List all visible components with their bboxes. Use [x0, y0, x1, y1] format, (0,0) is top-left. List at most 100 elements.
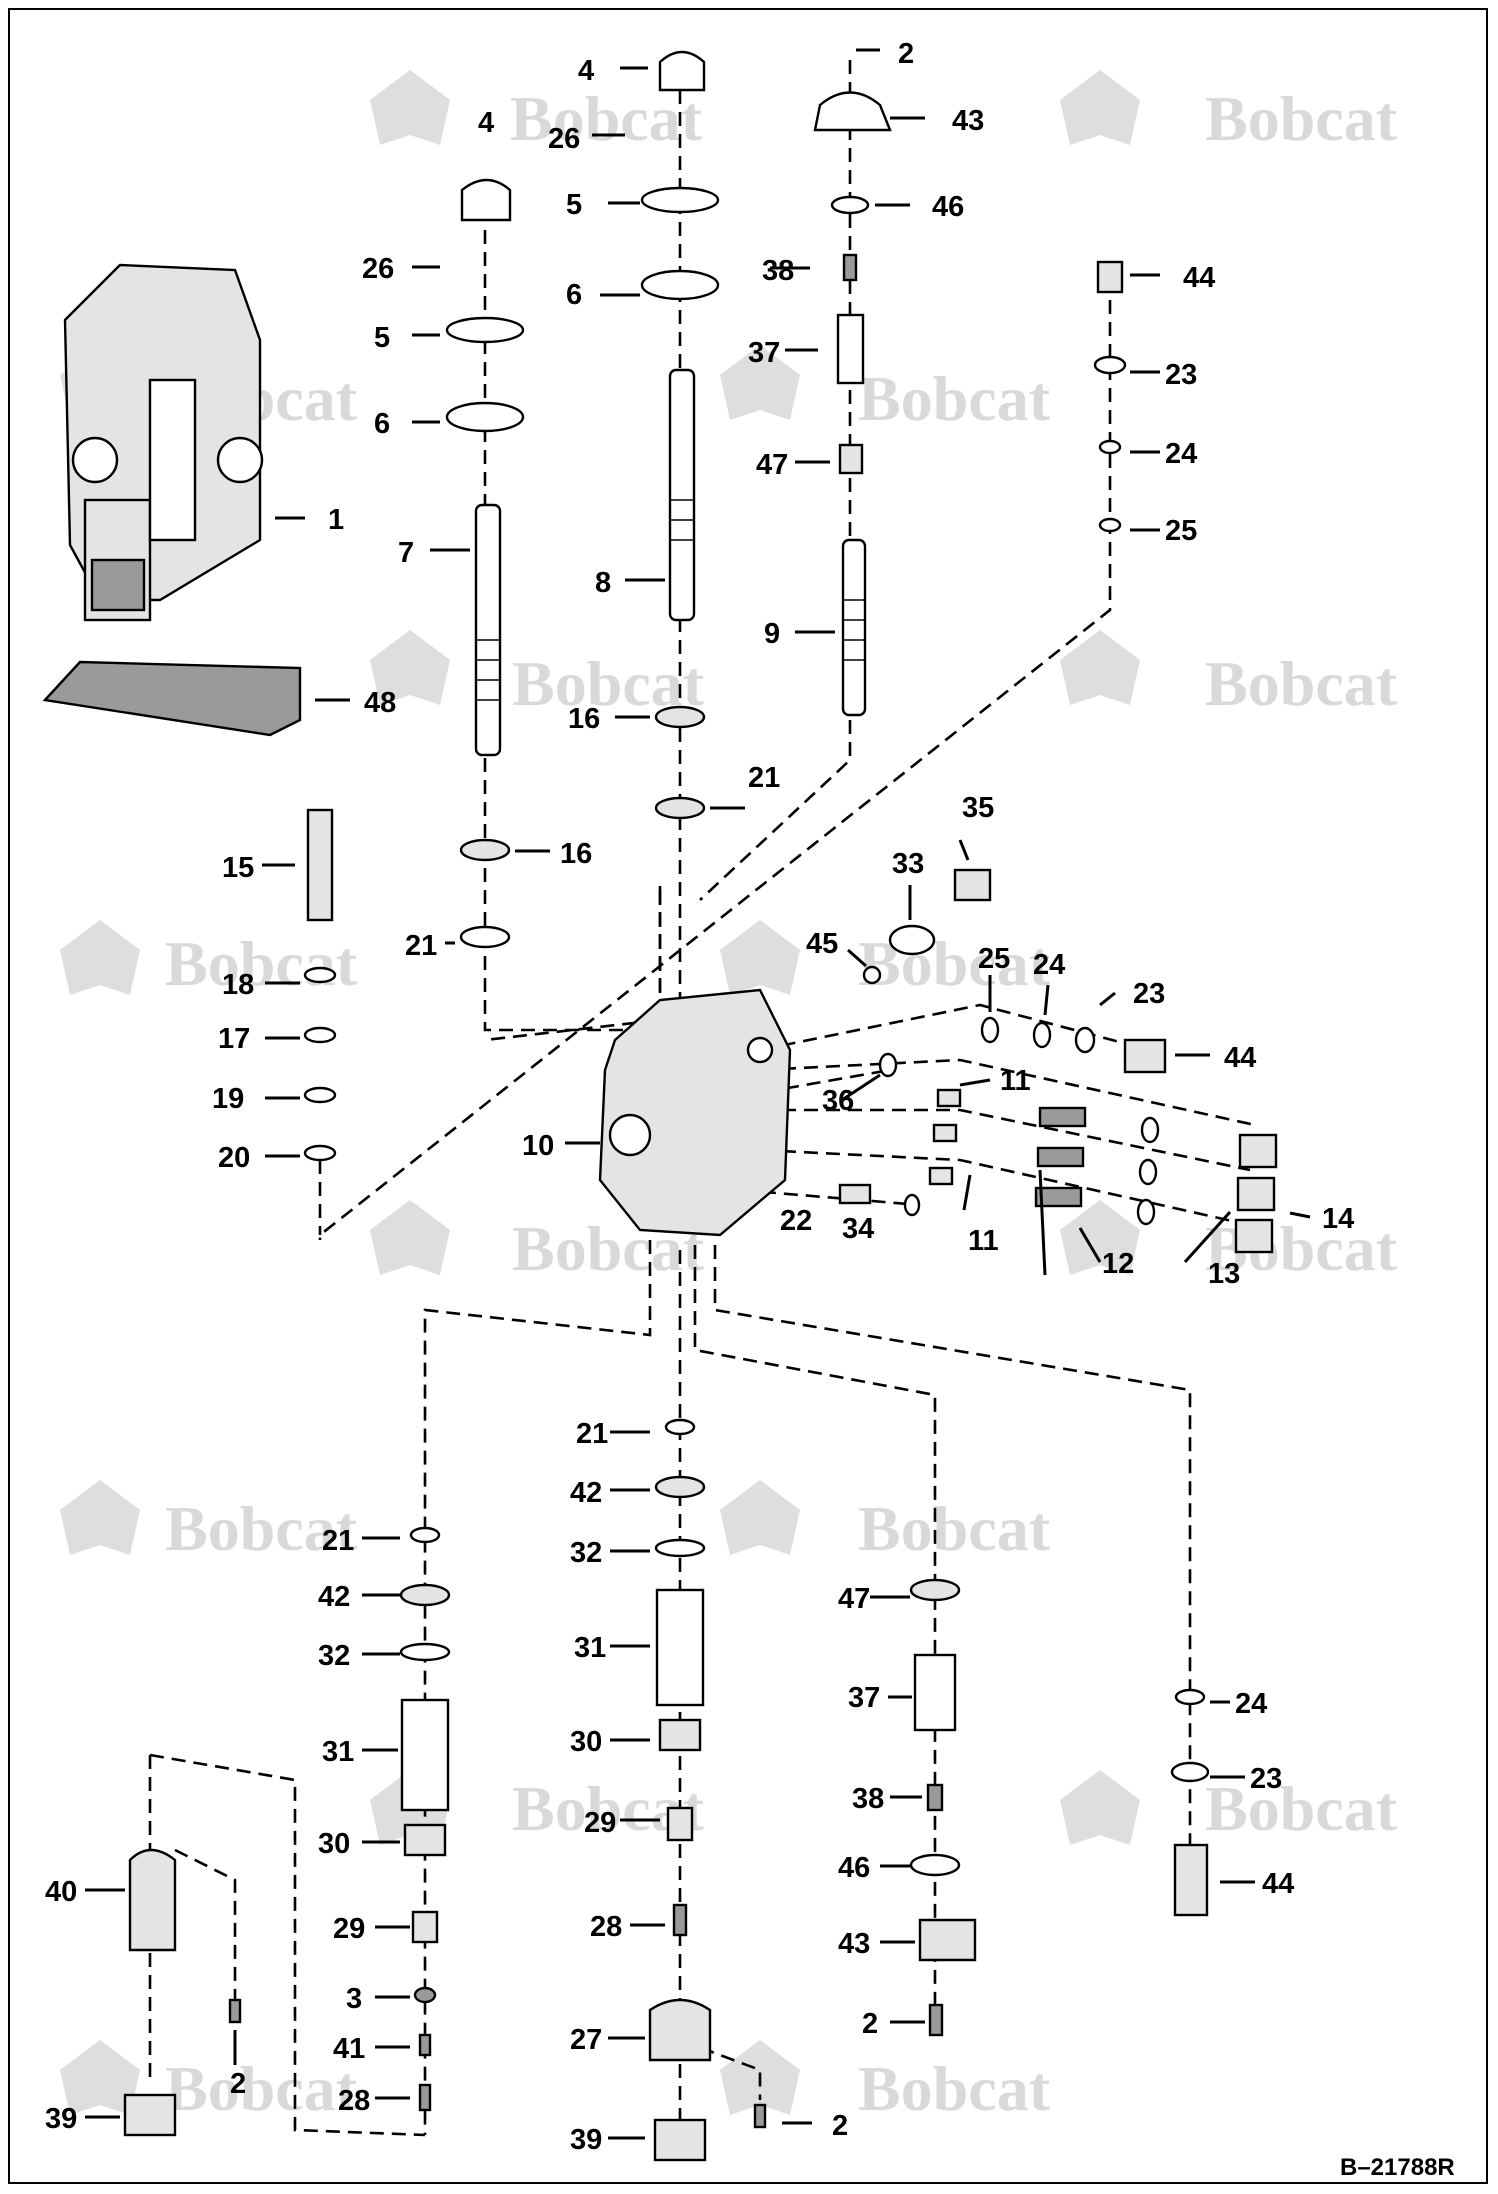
far-left-parts [123, 1848, 767, 2137]
watermark-logo-icon [370, 1200, 450, 1275]
callout-label: 2 [862, 2008, 878, 2040]
watermark-logo-icon [60, 1480, 140, 1555]
spring-12 [1034, 1106, 1087, 1208]
oring-45 [862, 965, 882, 985]
callout-label: 2 [230, 2068, 246, 2100]
watermark-logo-icon [60, 920, 140, 995]
watermark-text: Bobcat [1205, 1773, 1398, 1844]
callout-label: 10 [522, 1130, 554, 1162]
callout-label: 41 [333, 2033, 365, 2065]
watermark-text: Bobcat [510, 83, 703, 154]
callout-label: 6 [566, 279, 582, 311]
callout-label: 15 [222, 852, 254, 884]
callout-label: 38 [852, 1783, 884, 1815]
callout-label: 26 [362, 253, 394, 285]
watermark-text: Bobcat [858, 1493, 1051, 1564]
seal-16-top [654, 705, 706, 729]
oring-23-mid [1074, 1026, 1096, 1054]
callout-label: 48 [364, 687, 396, 719]
callout-label: 4 [578, 55, 594, 87]
bottom-left-stack [399, 1526, 451, 2112]
oring-18 [303, 966, 337, 984]
callout-label: 23 [1165, 359, 1197, 391]
callout-label: 47 [756, 449, 788, 481]
oring-25-mid [980, 1016, 1000, 1044]
callout-label: 28 [338, 2085, 370, 2117]
callout-label: 35 [962, 792, 994, 824]
callout-label: 7 [398, 537, 414, 569]
callout-label: 43 [838, 1928, 870, 1960]
callout-label: 42 [318, 1581, 350, 1613]
callout-label: 22 [780, 1205, 812, 1237]
callout-label: 37 [748, 337, 780, 369]
callout-label: 8 [595, 567, 611, 599]
spring-37-top [836, 313, 865, 385]
callout-label: 11 [1000, 1065, 1031, 1097]
oring-36 [878, 1052, 898, 1078]
callout-label: 14 [1322, 1203, 1354, 1235]
oring-24-mid [1032, 1021, 1052, 1049]
callout-label: 36 [822, 1085, 854, 1117]
watermark-text: Bobcat [858, 363, 1051, 434]
callout-label: 21 [322, 1525, 354, 1557]
callout-label: 11 [968, 1225, 999, 1257]
spool-9 [841, 538, 867, 717]
watermark-logo-icon [720, 345, 800, 420]
callout-label: 47 [838, 1583, 870, 1615]
watermark-text: Bobcat [165, 2053, 358, 2124]
plug-22 [838, 1183, 872, 1205]
watermark-logo-icon [370, 630, 450, 705]
callout-label: 24 [1235, 1688, 1267, 1720]
callout-label: 39 [45, 2103, 77, 2135]
callout-label: 5 [566, 189, 582, 221]
callout-label: 1 [328, 504, 344, 536]
callout-label: 46 [838, 1852, 870, 1884]
callout-label: 31 [574, 1632, 606, 1664]
callout-label: 20 [218, 1142, 250, 1174]
callout-label: 33 [892, 848, 924, 880]
callout-label: 17 [218, 1023, 250, 1055]
callout-label: 12 [1102, 1248, 1134, 1280]
bottom-right-stack [909, 1578, 977, 2037]
bottom-center-stack [648, 1418, 712, 2162]
fitting-35 [953, 868, 992, 902]
callout-label: 21 [576, 1418, 608, 1450]
callout-label: 32 [570, 1537, 602, 1569]
callout-label: 32 [318, 1640, 350, 1672]
watermark-logo-icon [1060, 1770, 1140, 1845]
watermark-logo-icon [1060, 70, 1140, 145]
watermark-text: Bobcat [1205, 648, 1398, 719]
callout-label: 30 [570, 1726, 602, 1758]
oring-13 [1136, 1116, 1160, 1226]
leader-lines [85, 48, 1311, 2140]
callout-label: 34 [842, 1213, 874, 1245]
callout-label: 27 [570, 2024, 602, 2056]
plug-44-top [1096, 260, 1124, 294]
plug-44-mid [1123, 1038, 1167, 1074]
callout-label: 18 [222, 969, 254, 1001]
callout-label: 42 [570, 1477, 602, 1509]
callout-label: 25 [978, 943, 1010, 975]
callout-label: 5 [374, 322, 390, 354]
far-right-stack [1170, 1688, 1210, 1917]
flange-5 [640, 186, 720, 214]
callout-label: 19 [212, 1083, 244, 1115]
callout-label: 23 [1250, 1763, 1282, 1795]
callout-label: 44 [1262, 1868, 1294, 1900]
seat-47-top [838, 443, 864, 475]
callout-label: 9 [764, 618, 780, 650]
watermark-text: Bobcat [1205, 83, 1398, 154]
callout-label: 6 [374, 408, 390, 440]
callout-label: 21 [748, 762, 780, 794]
watermark-logo-icon [720, 1480, 800, 1555]
watermark-text: Bobcat [858, 2053, 1051, 2124]
watermark-logo-icon [370, 70, 450, 145]
callout-label: 30 [318, 1828, 350, 1860]
valve-body-10 [598, 988, 792, 1237]
shim-strip [42, 660, 302, 737]
seal-21-top [654, 796, 706, 820]
flange-5-left [445, 316, 525, 344]
watermark-logo-icon [60, 2040, 140, 2115]
cap-4-lower [460, 178, 512, 222]
callout-label: 24 [1165, 438, 1197, 470]
